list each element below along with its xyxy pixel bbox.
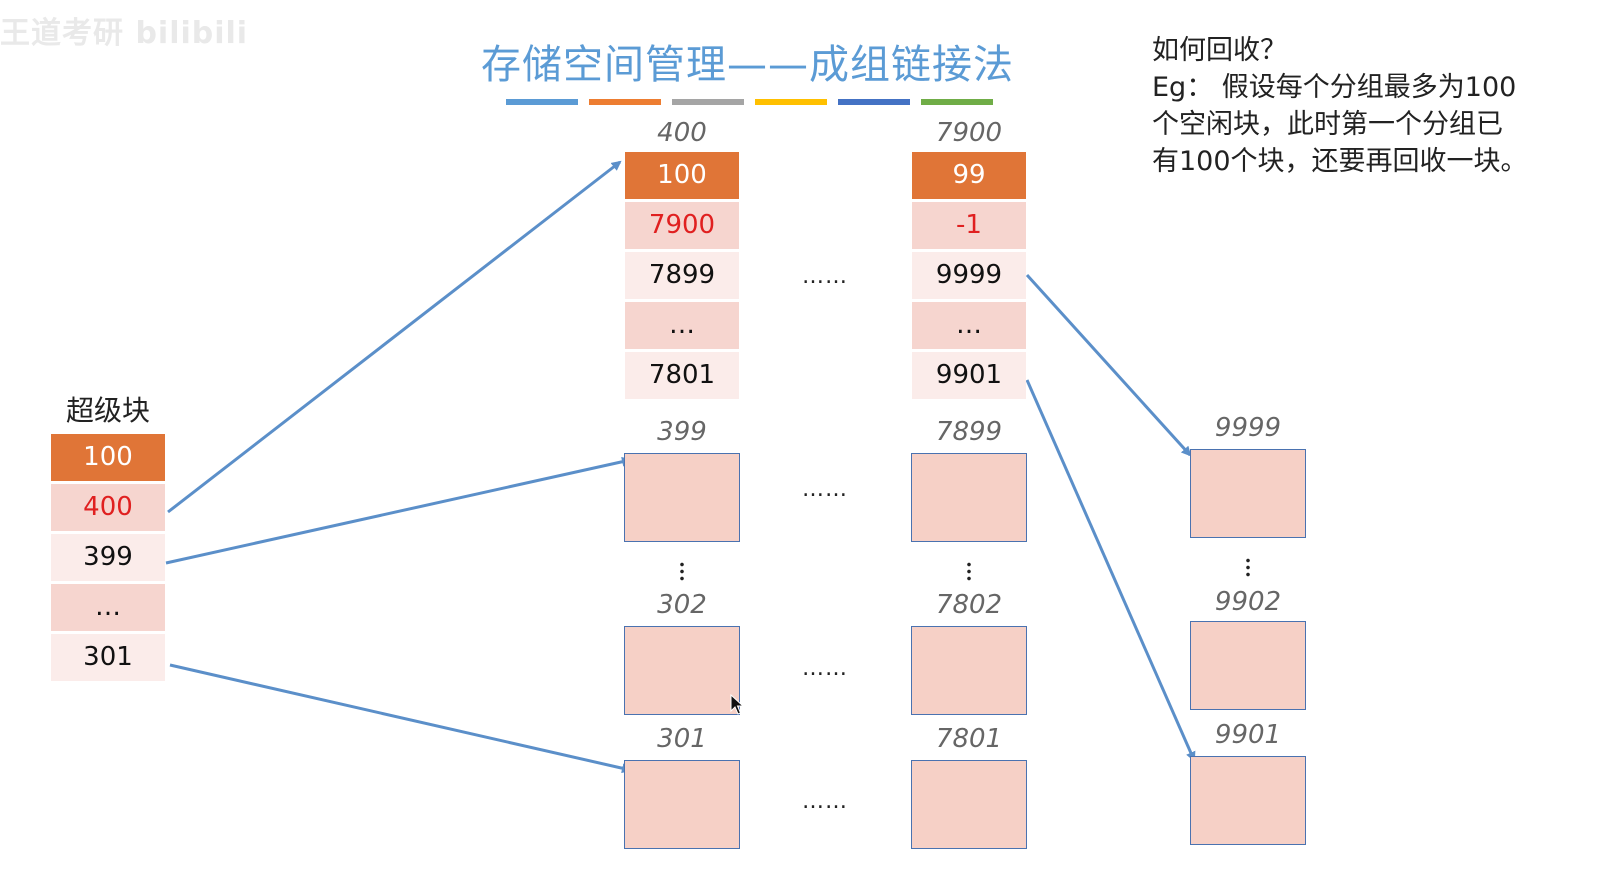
group-cell: 7900: [625, 202, 739, 249]
color-bar-2: [589, 99, 661, 105]
arrow-super-to-301: [169, 663, 632, 774]
group-cell: 7801: [625, 352, 739, 399]
block-label: 302: [657, 590, 707, 620]
arrow-9999: [1025, 273, 1192, 457]
group-cell: -1: [912, 202, 1026, 249]
block-label: 9901: [1214, 720, 1282, 750]
color-bar-4: [755, 99, 827, 105]
free-block: [624, 760, 740, 849]
block-label: 7899: [935, 417, 1003, 447]
free-block: [1190, 621, 1306, 710]
group-cell: …: [912, 302, 1026, 349]
free-block: [1190, 756, 1306, 845]
block-label: 7802: [935, 590, 1003, 620]
slide-title: 存储空间管理——成组链接法: [481, 42, 1014, 88]
free-block: [1190, 449, 1306, 538]
superblock-cell: 400: [51, 484, 165, 531]
free-block: [911, 626, 1027, 715]
arrow-9901: [1025, 379, 1196, 762]
vertical-ellipsis: [679, 561, 685, 581]
superblock-label: 超级块: [65, 394, 150, 427]
free-block: [911, 760, 1027, 849]
group-count-cell: 100: [625, 152, 739, 199]
arrow-super-to-399: [165, 456, 632, 565]
block-label: 9902: [1214, 587, 1282, 617]
color-bar-6: [921, 99, 993, 105]
block-label: 400: [657, 118, 707, 148]
group-cell: 7899: [625, 252, 739, 299]
superblock-cell: 399: [51, 534, 165, 581]
block-label: 7801: [935, 724, 1003, 754]
free-block: [624, 626, 740, 715]
mouse-cursor-icon: [730, 694, 745, 715]
question-line-4: 有100个块，还要再回收一块。: [1152, 146, 1528, 177]
question-text: 如何回收？ Eg： 假设每个分组最多为100 个空闲块，此时第一个分组已 有10…: [1152, 32, 1592, 180]
ellipsis: ……: [802, 789, 848, 814]
vertical-ellipsis: [1245, 557, 1251, 577]
watermark-logo: 王道考研 bilibili: [0, 16, 249, 51]
block-label: 9999: [1214, 413, 1282, 443]
question-line-2: Eg： 假设每个分组最多为100: [1152, 72, 1517, 103]
superblock-count-cell: 100: [51, 434, 165, 481]
free-block: [624, 453, 740, 542]
superblock-cell: 301: [51, 634, 165, 681]
color-bar-3: [672, 99, 744, 105]
question-line-3: 个空闲块，此时第一个分组已: [1152, 109, 1503, 140]
group-cell: 9999: [912, 252, 1026, 299]
color-bar-5: [838, 99, 910, 105]
block-label: 301: [657, 724, 707, 754]
group-cell: …: [625, 302, 739, 349]
ellipsis: ……: [802, 656, 848, 681]
ellipsis: ……: [802, 264, 848, 289]
free-block: [911, 453, 1027, 542]
color-bar-1: [506, 99, 578, 105]
block-label: 399: [657, 417, 707, 447]
group-count-cell: 99: [912, 152, 1026, 199]
superblock-cell: …: [51, 584, 165, 631]
vertical-ellipsis: [966, 561, 972, 581]
group-cell: 9901: [912, 352, 1026, 399]
ellipsis: ……: [802, 477, 848, 502]
block-label: 7900: [935, 118, 1003, 148]
question-line-1: 如何回收？: [1152, 35, 1287, 66]
arrow-super-to-400: [167, 160, 622, 514]
